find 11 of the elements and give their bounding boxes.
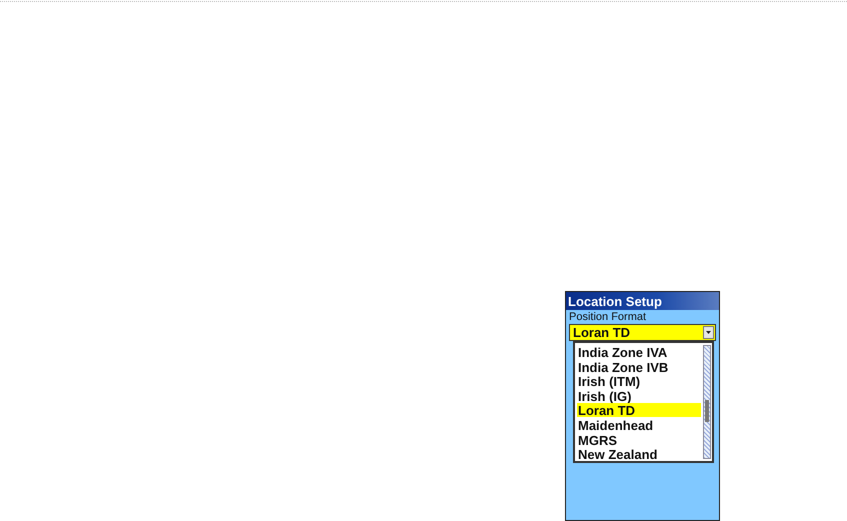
- list-item: MGRS: [577, 432, 618, 447]
- screen-title: Location Setup: [568, 295, 662, 308]
- field-caption: Position Format: [569, 312, 646, 323]
- list-item: Irish (ITM): [577, 374, 642, 388]
- list-item: Maidenhead: [577, 418, 654, 432]
- list-item: India Zone IVB: [577, 360, 670, 374]
- selected-list-item: Loran TD: [577, 403, 701, 418]
- list-item: New Zealand: [577, 447, 658, 462]
- list-item: India Zone IVA: [577, 345, 668, 359]
- list-item: Irish (IG): [577, 388, 632, 403]
- dropdown-field: Loran TD: [569, 324, 716, 341]
